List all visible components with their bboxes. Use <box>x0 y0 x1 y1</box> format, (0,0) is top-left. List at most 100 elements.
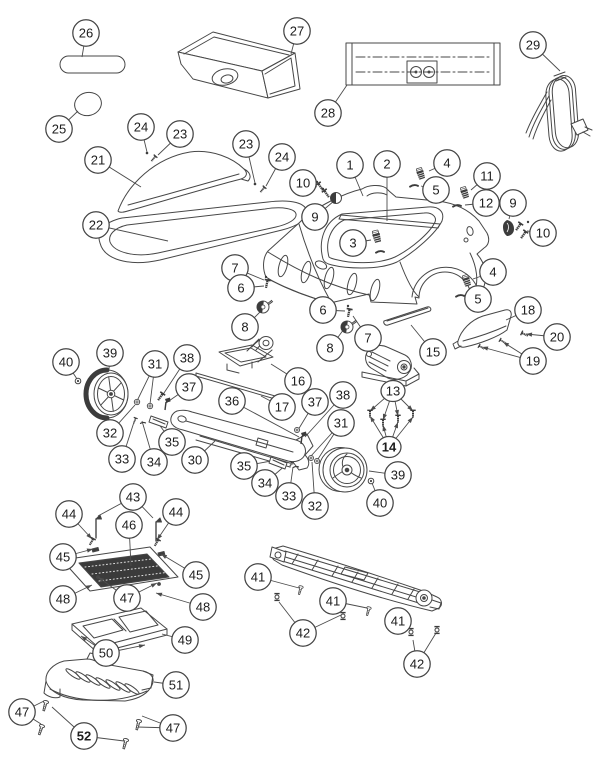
part-handle-grip <box>59 55 126 74</box>
screw-52 <box>120 737 130 750</box>
callout-42-a[interactable]: 42 <box>289 619 317 647</box>
callout-18[interactable]: 18 <box>514 296 542 324</box>
spacer-35-left <box>148 415 169 429</box>
svg-text:24: 24 <box>134 120 148 135</box>
callout-44-left[interactable]: 44 <box>55 500 83 528</box>
callout-6-a[interactable]: 6 <box>227 274 255 302</box>
callout-25[interactable]: 25 <box>45 115 73 143</box>
callout-41-b[interactable]: 41 <box>319 587 347 615</box>
callout-8-a[interactable]: 8 <box>231 313 259 341</box>
callout-39-right[interactable]: 39 <box>384 461 412 489</box>
clip-38-right <box>300 430 308 445</box>
callout-52[interactable]: 52 <box>70 722 98 750</box>
callout-23-a[interactable]: 23 <box>166 120 194 148</box>
callout-41-c[interactable]: 41 <box>384 607 412 635</box>
callout-9-left[interactable]: 9 <box>301 203 329 231</box>
callout-42-b[interactable]: 42 <box>403 650 431 678</box>
callout-30[interactable]: 30 <box>181 446 209 474</box>
part-deflector <box>452 309 512 350</box>
callout-47-bottom-left[interactable]: 47 <box>8 698 36 726</box>
svg-text:40: 40 <box>373 496 387 511</box>
callout-44-right[interactable]: 44 <box>162 498 190 526</box>
callout-1[interactable]: 1 <box>336 151 364 179</box>
callout-47-bottom-right[interactable]: 47 <box>159 714 187 742</box>
callout-49[interactable]: 49 <box>171 626 199 654</box>
callout-47-mid[interactable]: 47 <box>113 584 141 612</box>
callout-51[interactable]: 51 <box>162 671 190 699</box>
callout-39-left[interactable]: 39 <box>96 339 124 367</box>
callout-15[interactable]: 15 <box>419 338 447 366</box>
callout-6-b[interactable]: 6 <box>309 296 337 324</box>
svg-text:23: 23 <box>173 127 187 142</box>
callout-35-right[interactable]: 35 <box>230 452 258 480</box>
svg-text:3: 3 <box>349 236 356 251</box>
callout-26[interactable]: 26 <box>72 19 100 47</box>
callout-37-left[interactable]: 37 <box>175 373 203 401</box>
callout-8-b[interactable]: 8 <box>316 334 344 362</box>
callout-33-left[interactable]: 33 <box>108 445 136 473</box>
callout-11[interactable]: 11 <box>473 162 501 190</box>
knob-8-left <box>255 297 274 315</box>
callout-5-a[interactable]: 5 <box>422 176 450 204</box>
callout-48-right[interactable]: 48 <box>189 593 217 621</box>
callout-3[interactable]: 3 <box>339 229 367 257</box>
screw-23-right <box>257 184 268 195</box>
callout-5-b[interactable]: 5 <box>464 285 492 313</box>
callout-14[interactable]: 14 <box>376 435 402 459</box>
callout-29[interactable]: 29 <box>519 31 547 59</box>
callout-43[interactable]: 43 <box>119 483 147 511</box>
washer-stack-42-c <box>407 627 415 637</box>
callout-40-left[interactable]: 40 <box>52 348 80 376</box>
svg-text:40: 40 <box>59 355 73 370</box>
screw-10-left-2 <box>320 187 333 200</box>
callout-46[interactable]: 46 <box>115 511 143 539</box>
callout-16[interactable]: 16 <box>284 367 312 395</box>
svg-text:29: 29 <box>526 38 540 53</box>
callout-12[interactable]: 12 <box>472 189 500 217</box>
callout-27[interactable]: 27 <box>283 17 311 45</box>
callout-17[interactable]: 17 <box>268 393 296 421</box>
callout-23-b[interactable]: 23 <box>232 130 260 158</box>
callout-22[interactable]: 22 <box>82 211 110 239</box>
svg-text:42: 42 <box>410 657 424 672</box>
callout-38-left[interactable]: 38 <box>173 344 201 372</box>
callout-31-left[interactable]: 31 <box>141 350 169 378</box>
svg-text:8: 8 <box>326 341 333 356</box>
svg-text:4: 4 <box>489 265 496 280</box>
callout-34-left[interactable]: 34 <box>140 448 168 476</box>
callout-2[interactable]: 2 <box>373 150 401 178</box>
callout-41-a[interactable]: 41 <box>244 563 272 591</box>
callout-45-right[interactable]: 45 <box>182 561 210 589</box>
callout-28[interactable]: 28 <box>314 99 342 127</box>
svg-text:31: 31 <box>334 416 348 431</box>
callout-4-a[interactable]: 4 <box>433 149 461 177</box>
callout-40-right[interactable]: 40 <box>366 489 394 517</box>
svg-text:49: 49 <box>178 633 192 648</box>
svg-text:43: 43 <box>126 490 140 505</box>
callout-33-right[interactable]: 33 <box>275 482 303 510</box>
callout-45-left[interactable]: 45 <box>49 543 77 571</box>
callout-38-right[interactable]: 38 <box>329 381 357 409</box>
washer-5-upper <box>409 184 419 188</box>
callout-7-b[interactable]: 7 <box>354 324 382 352</box>
callout-13[interactable]: 13 <box>380 379 406 403</box>
callout-10-left[interactable]: 10 <box>289 169 317 197</box>
callout-36[interactable]: 36 <box>218 387 246 415</box>
callout-24-b[interactable]: 24 <box>268 143 296 171</box>
callout-19[interactable]: 19 <box>519 347 547 375</box>
callout-35-left[interactable]: 35 <box>158 428 186 456</box>
callout-4-b[interactable]: 4 <box>479 258 507 286</box>
callout-21[interactable]: 21 <box>84 146 112 174</box>
callout-32-right[interactable]: 32 <box>301 492 329 520</box>
callout-50[interactable]: 50 <box>92 639 120 667</box>
callout-31-right[interactable]: 31 <box>327 409 355 437</box>
callout-20[interactable]: 20 <box>543 323 571 351</box>
callout-10-right[interactable]: 10 <box>529 219 557 247</box>
callout-9-right[interactable]: 9 <box>499 189 527 217</box>
callout-24-a[interactable]: 24 <box>127 113 155 141</box>
callout-32-left[interactable]: 32 <box>96 419 124 447</box>
callout-48-left[interactable]: 48 <box>49 585 77 613</box>
callout-37-right[interactable]: 37 <box>301 388 329 416</box>
svg-text:37: 37 <box>182 380 196 395</box>
callout-34-right[interactable]: 34 <box>251 469 279 497</box>
